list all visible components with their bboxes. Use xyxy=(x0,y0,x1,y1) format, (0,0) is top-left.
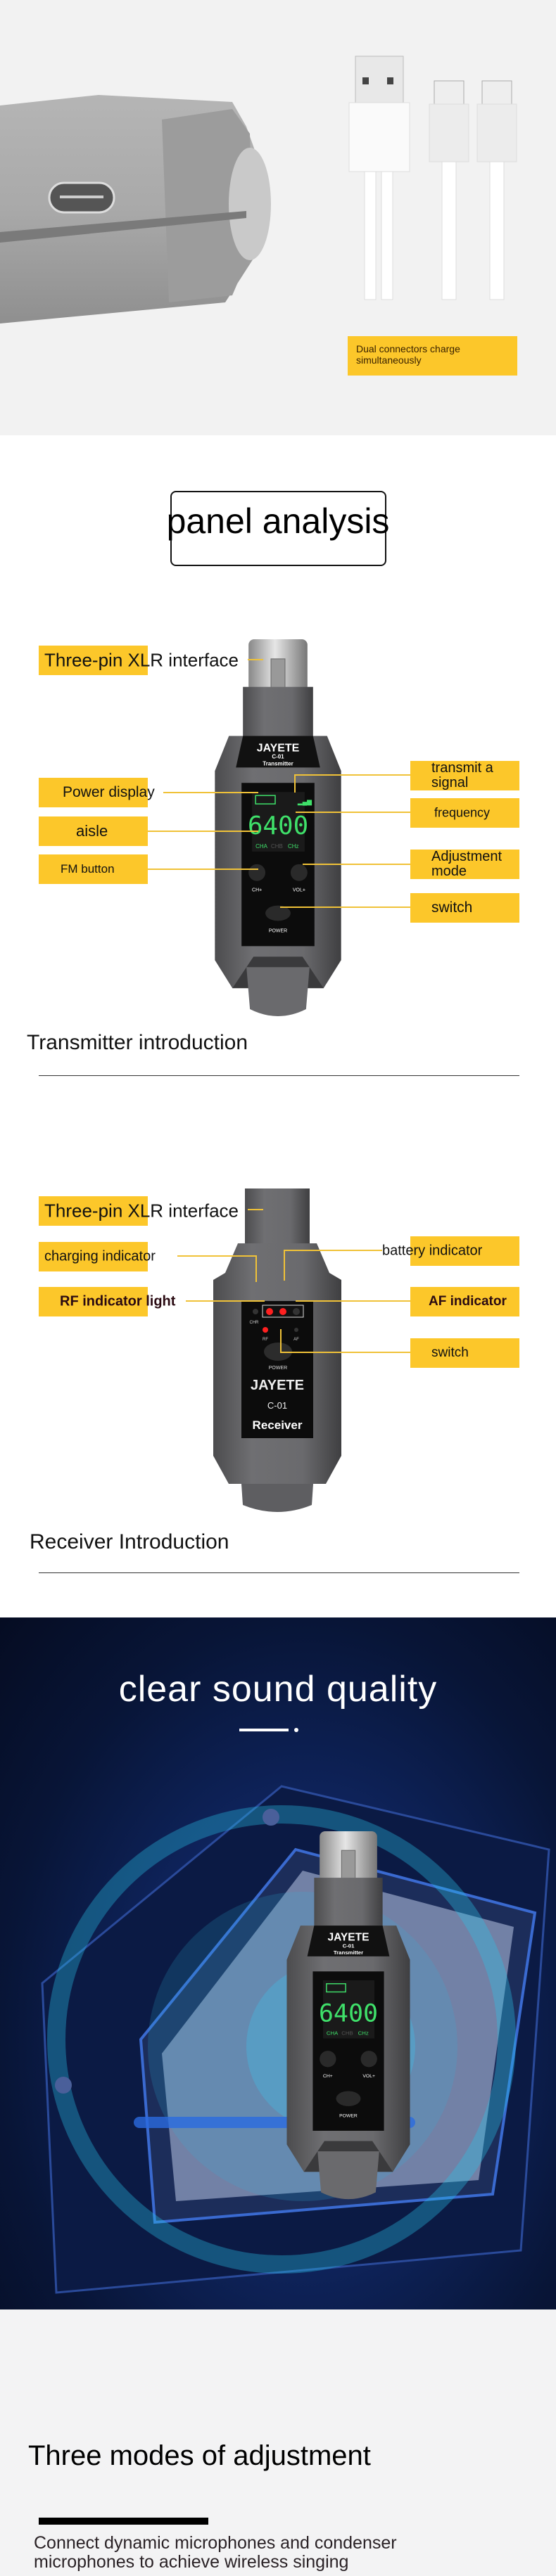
cha-indicator: CHA xyxy=(255,843,268,850)
svg-text:CHz: CHz xyxy=(358,2030,369,2037)
transmitter-device: JAYETE C-01 Transmitter 6400 CHA CHB CHz… xyxy=(286,1831,410,2200)
svg-text:C-01: C-01 xyxy=(267,1400,287,1411)
label-xlr-interface: Three-pin XLR interface xyxy=(39,646,239,675)
charging-caption: Dual connectors charge simultaneously xyxy=(348,336,517,376)
label-frequency: frequency xyxy=(410,798,519,828)
device-type-text: Transmitter xyxy=(263,760,293,767)
panel-analysis-title: panel analysis xyxy=(166,501,390,541)
label-af-indicator: AF indicator xyxy=(410,1287,519,1316)
svg-text:POWER: POWER xyxy=(269,928,287,933)
power-button[interactable] xyxy=(265,905,291,921)
ch-plus-button[interactable] xyxy=(248,864,266,881)
receiver-intro-title: Receiver Introduction xyxy=(30,1530,229,1553)
svg-text:AF: AF xyxy=(293,1338,299,1342)
label-adjustment-mode: Adjustment mode xyxy=(410,850,519,879)
svg-text:CHB: CHB xyxy=(341,2030,353,2037)
svg-text:CH+: CH+ xyxy=(252,888,262,893)
svg-text:JAYETE: JAYETE xyxy=(327,1932,369,1944)
power-button[interactable] xyxy=(336,2091,361,2106)
modes-bar xyxy=(39,2518,208,2525)
label-aisle: aisle xyxy=(39,816,148,846)
sound-quality-title: clear sound quality xyxy=(118,1669,438,1710)
label-rf-indicator: RF indicator light xyxy=(39,1287,175,1316)
usb-cable-icon xyxy=(348,56,517,300)
svg-text:CH+: CH+ xyxy=(323,2074,333,2079)
label-fm-button: FM button xyxy=(39,854,148,884)
panel-analysis-frame xyxy=(170,491,386,566)
unit-indicator: CHz xyxy=(288,843,299,850)
svg-text:POWER: POWER xyxy=(339,2113,358,2118)
title-underline xyxy=(239,1729,289,1731)
battery-icon xyxy=(326,1983,346,1993)
label-switch: switch xyxy=(410,1338,519,1368)
svg-text:POWER: POWER xyxy=(269,1366,287,1371)
device-side-photo xyxy=(0,95,271,323)
charging-section: Dual connectors charge simultaneously xyxy=(0,0,556,435)
modes-description: Connect dynamic microphones and condense… xyxy=(34,2533,397,2572)
svg-text:CHR: CHR xyxy=(250,1321,260,1325)
frequency-readout: 6400 xyxy=(248,812,308,840)
divider xyxy=(39,1075,519,1076)
vol-plus-button[interactable] xyxy=(360,2051,377,2068)
label-charging-indicator: charging indicator xyxy=(39,1242,156,1271)
label-xlr-interface: Three-pin XLR interface xyxy=(39,1196,239,1226)
rf-led xyxy=(263,1327,268,1333)
modes-section: Three modes of adjustment Connect dynami… xyxy=(0,2309,556,2576)
af-led xyxy=(294,1328,298,1332)
battery-icon xyxy=(255,795,276,805)
transmitter-intro-title: Transmitter introduction xyxy=(27,1031,248,1054)
svg-text:Transmitter: Transmitter xyxy=(334,1949,363,1956)
svg-text:CHA: CHA xyxy=(327,2030,339,2037)
vol-plus-button[interactable] xyxy=(290,864,308,881)
transmitter-device: JAYETE C-01 Transmitter ▂▄▆ 6400 CHA CHB… xyxy=(215,639,341,1017)
divider xyxy=(39,1572,519,1573)
brand-text: JAYETE xyxy=(257,742,300,754)
svg-text:C-01: C-01 xyxy=(343,1942,355,1949)
svg-text:VOL+: VOL+ xyxy=(362,2074,375,2079)
lcd-screen xyxy=(252,792,305,852)
svg-text:Receiver: Receiver xyxy=(253,1418,303,1432)
svg-text:6400: 6400 xyxy=(319,1999,378,2027)
charging-led xyxy=(253,1309,258,1314)
model-text: C-01 xyxy=(272,753,284,760)
label-switch: switch xyxy=(410,893,519,923)
receiver-device: CHR RF AF POWER JAYETE C-01 Receiver xyxy=(213,1188,341,1512)
svg-text:JAYETE: JAYETE xyxy=(251,1378,304,1393)
label-battery-indicator: battery indicator xyxy=(382,1236,519,1266)
chip-background xyxy=(41,1785,550,2294)
ch-plus-button[interactable] xyxy=(320,2051,336,2068)
sound-quality-banner: clear sound quality JAYETE C-01 Transmit… xyxy=(0,1617,556,2309)
modes-title: Three modes of adjustment xyxy=(28,2440,371,2471)
svg-text:VOL+: VOL+ xyxy=(293,888,305,893)
chb-indicator: CHB xyxy=(271,843,283,850)
label-power-display: Power display xyxy=(39,778,155,807)
power-button[interactable] xyxy=(264,1343,292,1361)
svg-text:RF: RF xyxy=(263,1338,268,1342)
signal-icon: ▂▄▆ xyxy=(297,798,312,806)
label-transmit-signal: transmit a signal xyxy=(410,761,519,790)
